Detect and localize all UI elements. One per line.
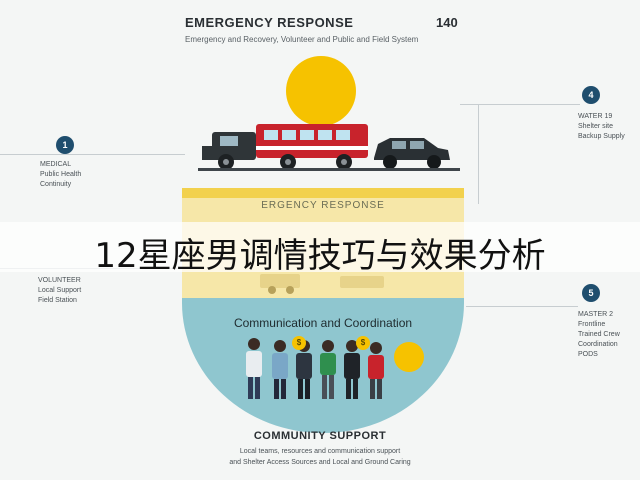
step-4-line-2: Shelter site [578,123,614,130]
step-1-line-3: Continuity [40,181,72,188]
connector-line-right [478,104,479,204]
bowl-upper-illustration [260,274,384,294]
step-5-line-4: Coordination [578,341,618,348]
sun-icon-small [394,342,424,372]
ground-line [198,168,460,171]
step-3-line-2: Local Support [38,287,82,294]
step-1-text: MEDICAL Public Health Continuity [40,160,81,190]
diagram-title: EMERGENCY RESPONSE [185,15,354,30]
bowl-upper-band [182,188,464,198]
person-icon [320,340,336,399]
footer-line-2: and Shelter Access Sources and Local and… [229,459,411,466]
step-4-line-1: WATER 19 [578,113,613,120]
step-5-line-1: MASTER 2 [578,311,614,318]
step-4-line-3: Backup Supply [578,133,625,140]
person-icon [272,340,288,399]
coin-badge-left: $ [292,336,306,350]
step-5-line-3: Trained Crew [578,331,620,338]
vehicles-illustration [202,124,450,170]
connector-line-right-h [460,104,580,105]
step-1-line-2: Public Health [40,171,82,178]
people-illustration [246,338,384,399]
step-badge-1: 1 [56,136,74,154]
truck-icon [202,124,368,170]
step-1-line-1: MEDICAL [40,161,72,168]
step-5-text: MASTER 2 Frontline Trained Crew Coordina… [578,310,620,360]
step-5-line-2: Frontline [578,321,606,328]
step-4-text: WATER 19 Shelter site Backup Supply [578,112,625,142]
person-icon [344,340,360,399]
step-3-line-3: Field Station [38,297,77,304]
step-5-line-5: PODS [578,351,598,358]
diagram-number: 140 [436,15,458,30]
step-badge-4: 4 [582,86,600,104]
footer-title: COMMUNITY SUPPORT [253,430,387,442]
step-3-line-1: VOLUNTEER [38,277,81,284]
connector-line-right-lower [466,306,578,307]
diagram-subtitle: Emergency and Recovery, Volunteer and Pu… [185,35,419,44]
step-badge-5: 5 [582,284,600,302]
car-icon [374,138,450,169]
caption-overlay-band [0,222,640,272]
caption-overlay-text: 12星座男调情技巧与效果分析 [94,236,546,276]
step-3-text: VOLUNTEER Local Support Field Station [38,276,81,306]
footer-subtitle: Local teams, resources and communication… [0,446,640,468]
person-icon [368,342,384,399]
bowl-lower-title: Communication and Coordination [233,316,413,330]
person-icon [246,338,262,399]
footer-line-1: Local teams, resources and communication… [239,448,401,455]
sun-icon [286,56,356,126]
coin-badge-right: $ [356,336,370,350]
connector-line-left [0,154,185,155]
bowl-upper-title: ERGENCY RESPONSE [261,200,385,211]
